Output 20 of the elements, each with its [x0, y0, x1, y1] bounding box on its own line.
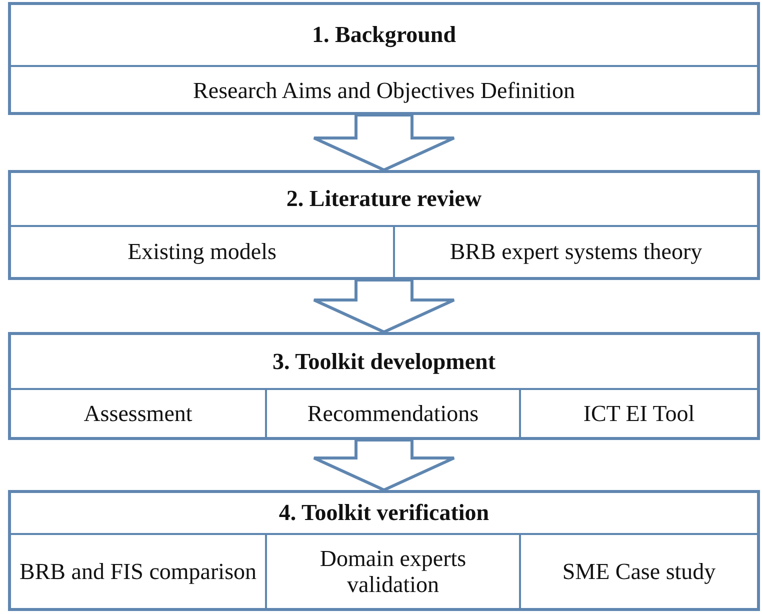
stage-heading: 2. Literature review [286, 186, 482, 212]
stage-box [8, 2, 760, 115]
task-box: Research Aims and Objectives Definition [11, 65, 757, 115]
task-box: BRB and FIS comparison [11, 533, 265, 608]
task-box: SME Case study [519, 533, 757, 608]
task-box: ICT EI Tool [519, 388, 757, 437]
stage-heading: 1. Background [312, 22, 456, 48]
stage-box [8, 332, 760, 440]
stage-heading: 3. Toolkit development [272, 348, 496, 374]
task-box: Assessment [11, 388, 265, 437]
stage-box [8, 170, 760, 280]
task-box: Domain experts validation [265, 533, 519, 608]
block-arrow [312, 438, 456, 492]
block-arrow [312, 278, 456, 334]
block-arrow [312, 114, 456, 172]
task-box: BRB expert systems theory [393, 225, 757, 277]
task-box: Existing models [11, 225, 393, 277]
stage-heading: 4. Toolkit verification [278, 500, 490, 526]
stage-box [8, 490, 760, 611]
task-box: Recommendations [265, 388, 519, 437]
